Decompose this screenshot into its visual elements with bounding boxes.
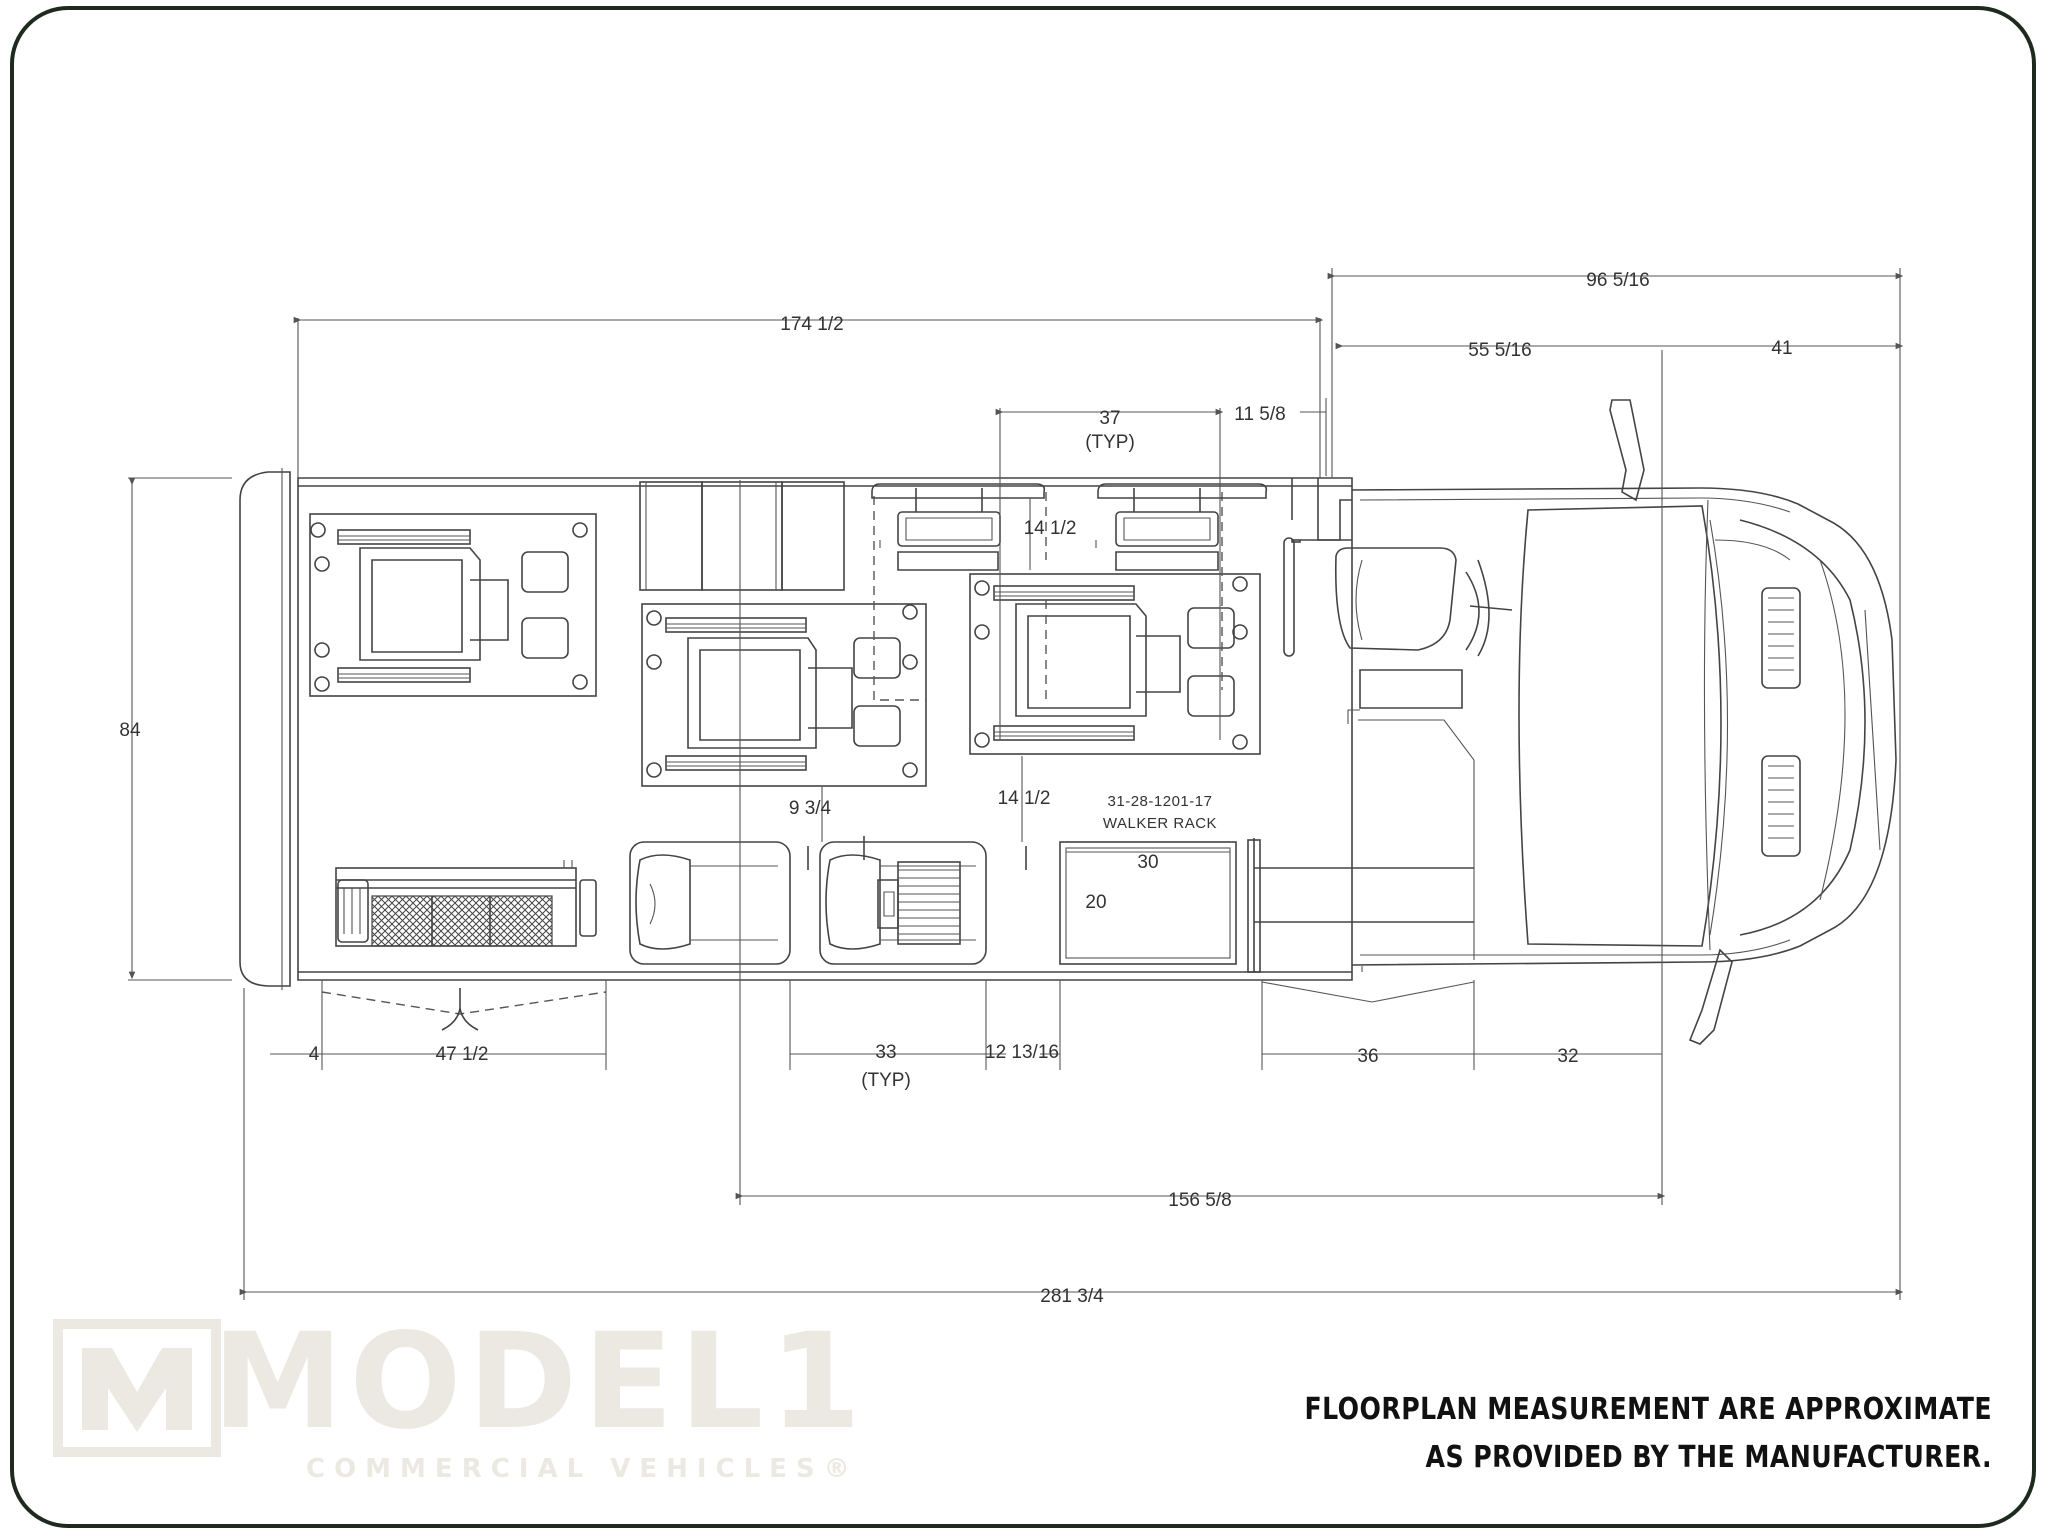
dim-interior-length: 174 1/2	[780, 314, 843, 335]
floorplan-disclaimer: FLOORPLAN MEASUREMENT ARE APPROXIMATE AS…	[1236, 1386, 1992, 1482]
diagram-frame	[10, 6, 2036, 1528]
dimension-labels: 96 5/16 55 5/16 41 174 1/2 37 (TYP) 11 5…	[119, 270, 1792, 1307]
dim-width: 84	[119, 720, 141, 741]
dim-seat-gap: 9 3/4	[789, 798, 832, 819]
dim-wheelbase-ref: 156 5/8	[1168, 1190, 1231, 1211]
wheelchair-station-middle	[641, 603, 927, 787]
dim-rack-gap: 12 13/16	[985, 1042, 1059, 1063]
flip-seats-upper	[871, 483, 1268, 701]
dim-door-width: 36	[1357, 1046, 1378, 1067]
model1-logo-tagline: COMMERCIAL VEHICLES®	[306, 1454, 859, 1484]
vehicle-body	[239, 399, 1897, 1045]
walker-rack: 31-28-1201-17 WALKER RACK 30 20	[1059, 793, 1237, 965]
dim-rack-width: 30	[1137, 852, 1158, 873]
dim-aisle-lower: 14 1/2	[998, 788, 1051, 809]
dim-seat-pitch-bottom-note: (TYP)	[861, 1070, 911, 1091]
disclaimer-line-1: FLOORPLAN MEASUREMENT ARE APPROXIMATE	[1304, 1392, 1992, 1427]
rack-name: WALKER RACK	[1103, 815, 1217, 832]
model1-logo-mark	[53, 1319, 221, 1457]
rack-part-number: 31-28-1201-17	[1108, 793, 1213, 810]
rear-lift-platform	[335, 860, 597, 947]
dim-rear-margin: 4	[309, 1044, 320, 1065]
dim-rack-depth: 20	[1085, 892, 1106, 913]
dim-front-axle-offset: 32	[1557, 1046, 1578, 1067]
model1-logo-word: MODEL1	[212, 1305, 868, 1459]
wheelchair-station-rear	[309, 513, 597, 697]
dim-partition-offset: 11 5/8	[1234, 404, 1285, 425]
dimension-lines	[128, 272, 1900, 1296]
disclaimer-line-2: AS PROVIDED BY THE MANUFACTURER.	[1425, 1440, 1992, 1475]
dim-lift-width: 47 1/2	[436, 1044, 489, 1065]
upper-cabinets	[639, 481, 845, 591]
dim-cab-length: 55 5/16	[1468, 340, 1531, 361]
wheelchair-station-front	[969, 573, 1261, 755]
side-seats-lower	[629, 841, 987, 965]
dim-front-overhang: 41	[1771, 338, 1792, 359]
dim-seat-pitch-top-note: (TYP)	[1085, 432, 1135, 453]
dim-aisle-upper: 14 1/2	[1024, 518, 1077, 539]
dim-front-section: 96 5/16	[1586, 270, 1649, 291]
dim-seat-pitch-top: 37	[1099, 408, 1120, 429]
dim-overall-length: 281 3/4	[1040, 1286, 1104, 1307]
reference-lines	[128, 268, 1901, 1300]
dim-seat-pitch-bottom: 33	[875, 1042, 896, 1063]
